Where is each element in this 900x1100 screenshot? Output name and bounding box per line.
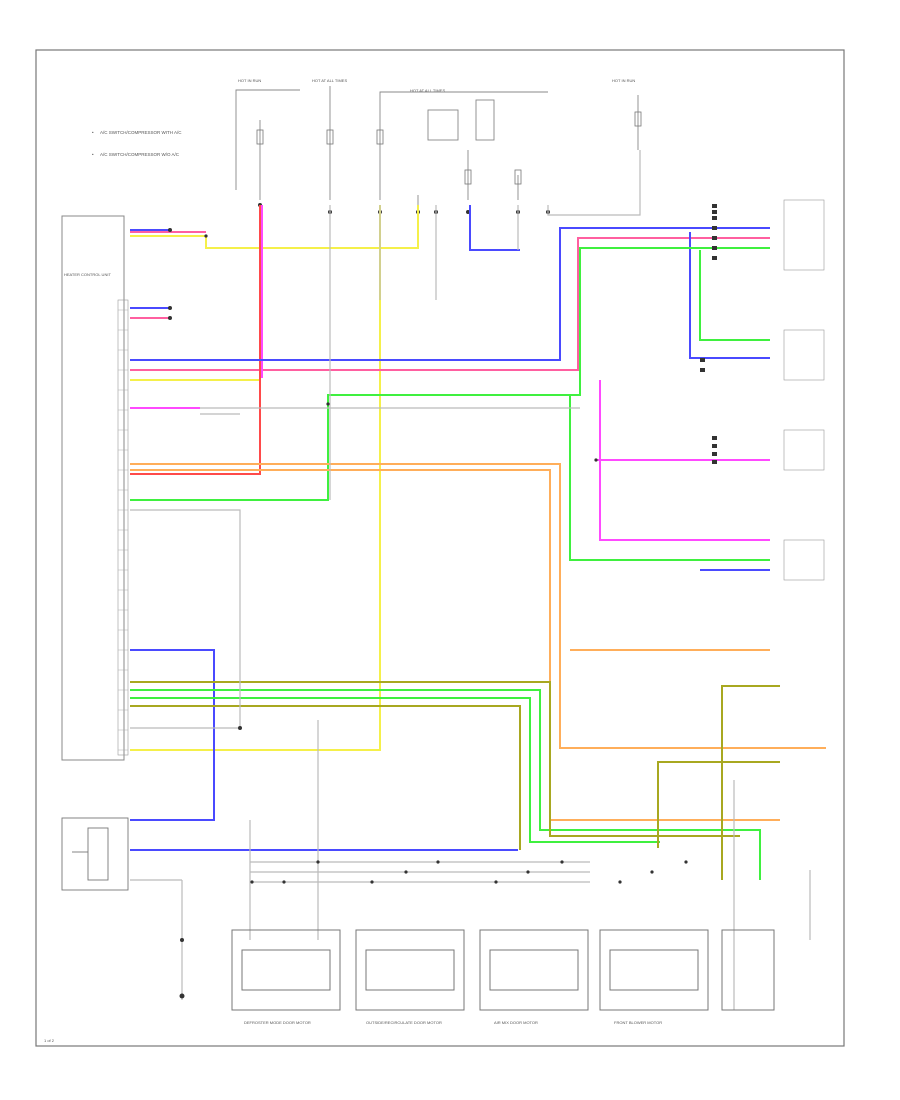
wire-olive <box>721 685 780 880</box>
bottom-left-sensor <box>61 817 129 891</box>
wire-green <box>130 689 761 880</box>
wires <box>130 150 826 1010</box>
fuse-icon <box>514 169 522 185</box>
bottom-unit-label: DEFROSTER MODE DOOR MOTOR <box>244 1020 311 1025</box>
wire-orange <box>130 469 780 821</box>
heater-control-unit-box <box>61 215 125 761</box>
sensor-inner <box>87 827 109 881</box>
wire-green <box>130 697 660 843</box>
fuse-label-1: HOT IN RUN <box>238 78 261 83</box>
wire-olive <box>130 705 521 850</box>
bottom-unit-label: AIR MIX DOOR MOTOR <box>494 1020 538 1025</box>
legend-item-2: A/C SWITCH/COMPRESSOR W/O A/C <box>100 152 180 157</box>
wire-blue <box>130 227 770 361</box>
actuator-box <box>355 929 465 1011</box>
bottom-actuators <box>231 929 775 1011</box>
wire-blue <box>469 205 520 251</box>
bottom-unit-label: FRONT BLOWER MOTOR <box>614 1020 662 1025</box>
wire-connectors <box>168 228 688 999</box>
actuator-box <box>599 929 709 1011</box>
bottom-unit-labels: DEFROSTER MODE DOOR MOTOR OUTSIDE/RECIRC… <box>244 1020 662 1025</box>
fuse-labels: HOT IN RUN HOT AT ALL TIMES HOT AT ALL T… <box>238 78 635 93</box>
wire-green <box>130 247 770 501</box>
connector-strip <box>117 299 129 756</box>
fuse-label-2: HOT AT ALL TIMES <box>312 78 347 83</box>
actuator-box <box>479 929 589 1011</box>
legend: • A/C SWITCH/COMPRESSOR WITH A/C • A/C S… <box>92 130 182 157</box>
connector-dots-top <box>258 203 550 214</box>
fuse-icon <box>326 129 334 145</box>
svg-text:•: • <box>92 152 94 157</box>
diagram-frame <box>35 49 845 1047</box>
wire-yellow <box>130 205 381 751</box>
sensor-box-right <box>783 429 825 471</box>
wire-gray <box>547 150 641 216</box>
wire-green <box>569 395 770 561</box>
fuse-icon <box>634 111 642 127</box>
legend-item-1: A/C SWITCH/COMPRESSOR WITH A/C <box>100 130 182 135</box>
pin-ticks <box>118 309 128 751</box>
wire-green <box>699 250 770 341</box>
sensor-box-right <box>783 199 825 271</box>
fuse-icon <box>464 169 472 185</box>
sensor-box-right <box>783 539 825 581</box>
wire-magenta <box>599 380 770 541</box>
svg-text:•: • <box>92 130 94 135</box>
wire-blue <box>689 232 770 359</box>
left-control-unit: HEATER CONTROL UNIT <box>61 215 129 761</box>
wire-orange <box>130 463 826 749</box>
actuator-box <box>721 929 775 1011</box>
fuse-icon <box>256 129 264 145</box>
fuse-drops <box>235 86 639 210</box>
left-module-title: HEATER CONTROL UNIT <box>64 272 111 277</box>
fuse-label-3: HOT AT ALL TIMES <box>410 88 445 93</box>
sensor-outer <box>61 817 129 891</box>
fuse-icons <box>256 111 642 185</box>
actuator-box <box>231 929 341 1011</box>
terminal-block <box>700 204 717 464</box>
wire-red <box>130 205 261 475</box>
wire-olive <box>130 681 740 837</box>
sensor-box-right <box>783 329 825 381</box>
wire-gray <box>130 509 241 729</box>
wire-blue <box>130 649 215 821</box>
fuse-label-4: HOT IN RUN <box>612 78 635 83</box>
wire-pink <box>130 237 770 371</box>
wire-olive <box>657 761 780 848</box>
right-terminals <box>700 199 825 581</box>
fuse-icon <box>376 129 384 145</box>
page-marker: 1 of 2 <box>44 1038 55 1043</box>
wire-yellow <box>130 205 419 249</box>
bottom-unit-label: OUTSIDE/RECIRCULATE DOOR MOTOR <box>366 1020 442 1025</box>
